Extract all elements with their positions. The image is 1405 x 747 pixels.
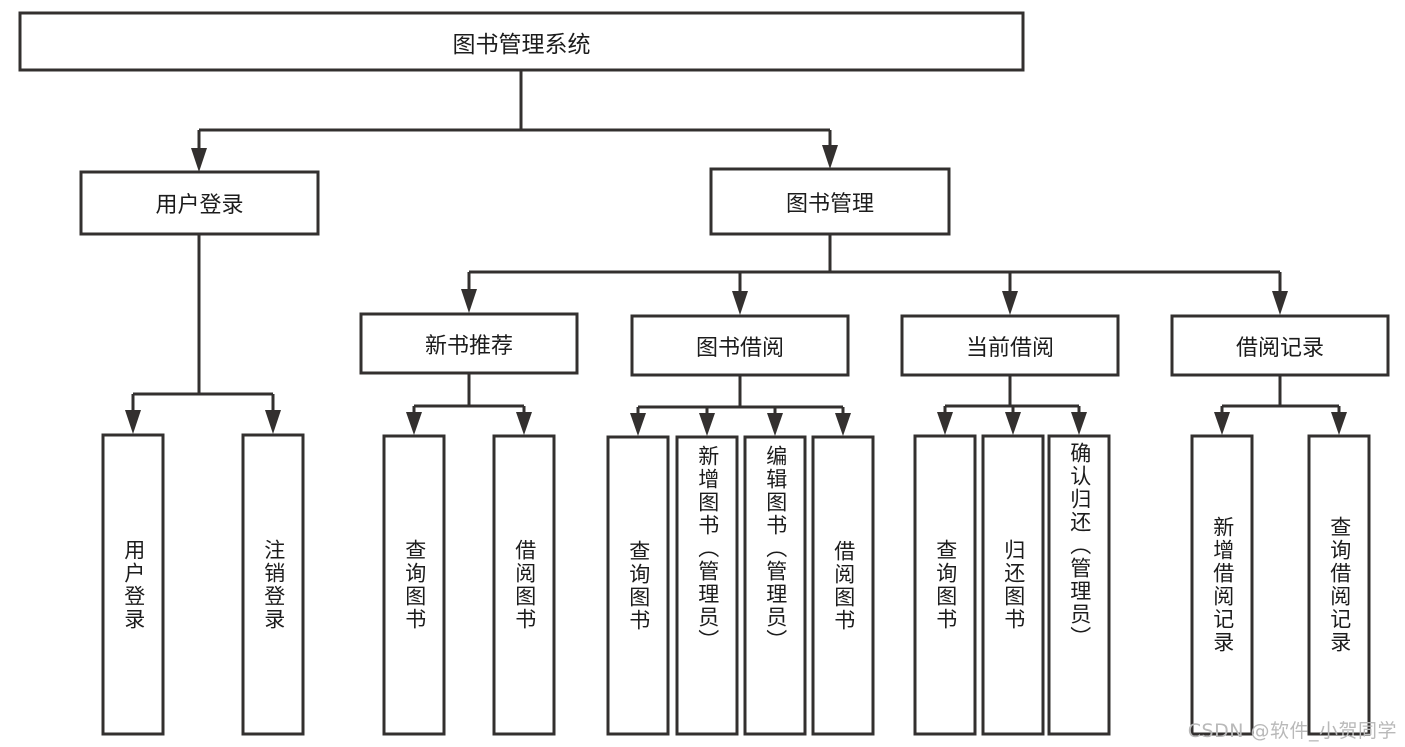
node-user-login[interactable] (79, 170, 320, 236)
node-root[interactable] (18, 11, 1025, 72)
connector-bookborrow-to-leaves (630, 375, 851, 436)
node-leaf-edit-book[interactable] (743, 435, 807, 736)
node-leaf-user-login[interactable] (101, 433, 165, 736)
node-leaf-add-book[interactable] (675, 435, 739, 736)
node-leaf-return-book[interactable] (981, 434, 1045, 736)
node-leaf-query-book-1[interactable] (382, 434, 446, 736)
connector-root-to-level1 (191, 70, 838, 172)
node-leaf-add-record[interactable] (1190, 434, 1254, 736)
node-borrow-record[interactable] (1170, 314, 1390, 377)
connector-userlogin-to-leaves (125, 234, 281, 434)
connector-borrowrecord-to-leaves (1214, 375, 1347, 435)
node-book-manage[interactable] (709, 167, 951, 236)
node-leaf-query-book-2[interactable] (606, 435, 670, 736)
node-book-borrow[interactable] (630, 314, 850, 377)
connector-currentborrow-to-leaves (937, 375, 1087, 435)
node-new-book-recommend[interactable] (359, 312, 579, 375)
node-current-borrow[interactable] (900, 314, 1120, 377)
connector-bookmanage-to-level2 (461, 234, 1288, 315)
node-leaf-logout[interactable] (241, 433, 305, 736)
node-leaf-query-record[interactable] (1307, 434, 1371, 736)
connector-newbook-to-leaves (406, 373, 532, 435)
node-leaf-query-book-3[interactable] (913, 434, 977, 736)
node-leaf-borrow-book-1[interactable] (492, 434, 556, 736)
node-leaf-borrow-book-2[interactable] (811, 435, 875, 736)
node-leaf-confirm-return[interactable] (1047, 434, 1111, 736)
